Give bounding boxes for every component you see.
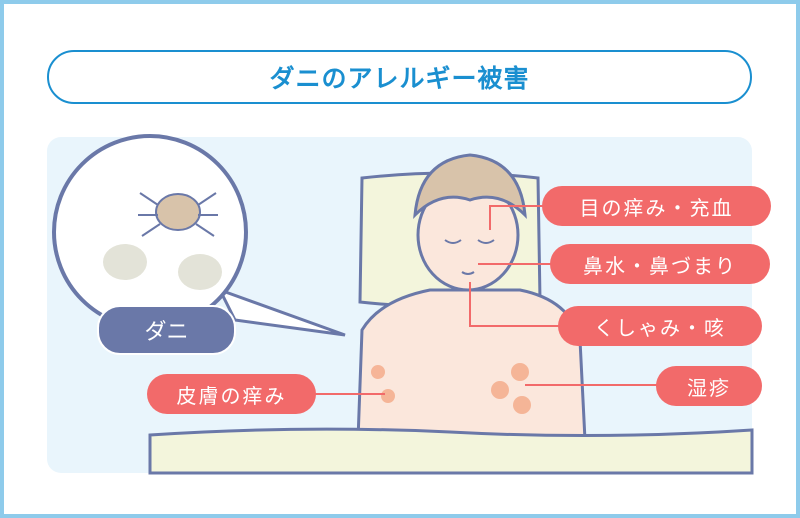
bubble-pointer (216, 287, 346, 337)
hair (413, 153, 527, 219)
symptom-eczema: 湿疹 (656, 366, 762, 406)
blanket (148, 427, 754, 475)
body (356, 288, 587, 442)
symptom-sneeze: くしゃみ・咳 (558, 306, 762, 346)
leader-lines (314, 205, 658, 395)
mite-icon (103, 192, 222, 290)
symptom-skin-itch: 皮膚の痒み (147, 374, 316, 414)
page-title: ダニのアレルギー被害 (47, 50, 752, 104)
mite-label: ダニ (97, 305, 236, 355)
magnifier-circle (52, 134, 248, 330)
rash-marks (371, 363, 531, 414)
symptom-eyes: 目の痒み・充血 (542, 186, 771, 226)
symptom-nose: 鼻水・鼻づまり (550, 244, 770, 284)
closed-eyes (444, 239, 495, 244)
mouth (461, 271, 475, 275)
